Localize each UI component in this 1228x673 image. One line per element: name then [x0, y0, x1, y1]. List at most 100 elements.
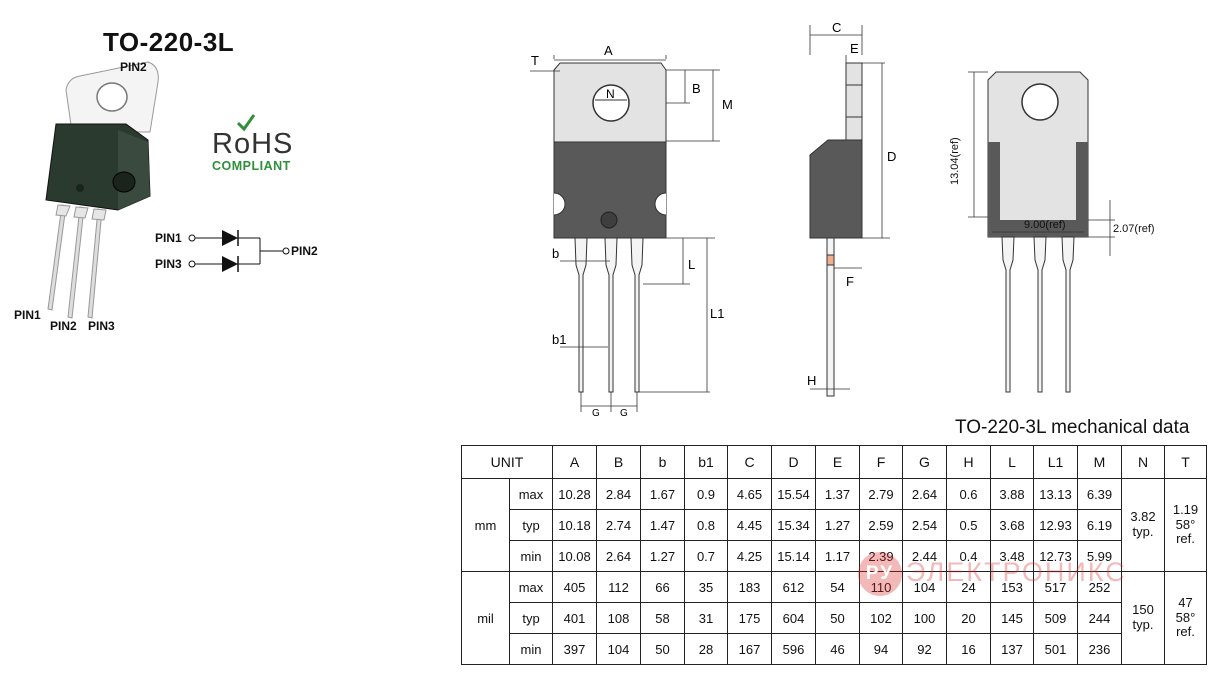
svg-text:E: E [850, 41, 859, 56]
t-line: ref. [1176, 624, 1195, 640]
value-cell: 20 [946, 602, 991, 634]
value-cell: 10.18 [552, 509, 597, 541]
value-cell: 612 [771, 571, 816, 603]
unit-cell: mil [461, 571, 510, 665]
value-cell: 16 [946, 633, 991, 665]
value-cell: 3.48 [990, 540, 1034, 572]
rohs-mark: RoHS [212, 128, 294, 160]
value-cell: 28 [684, 633, 728, 665]
row-kind-cell: max [509, 478, 553, 510]
rohs-compliant: COMPLIANT [212, 159, 291, 173]
value-cell: 1.47 [640, 509, 685, 541]
value-cell: 102 [859, 602, 903, 634]
value-cell: 6.19 [1077, 509, 1122, 541]
value-cell: 2.54 [902, 509, 947, 541]
value-cell: 66 [640, 571, 685, 603]
rohs-badge: RoHS COMPLIANT [212, 114, 294, 173]
svg-text:B: B [692, 81, 701, 96]
column-header: G [902, 445, 947, 479]
value-cell: 2.59 [859, 509, 903, 541]
pin2-top-label: PIN2 [120, 60, 147, 74]
value-cell: 0.4 [946, 540, 991, 572]
diode-icon [222, 230, 238, 246]
value-cell: 183 [727, 571, 772, 603]
value-cell: 2.79 [859, 478, 903, 510]
value-cell: 4.25 [727, 540, 772, 572]
column-header: F [859, 445, 903, 479]
svg-text:F: F [846, 274, 854, 289]
value-cell: 3.88 [990, 478, 1034, 510]
back-step-label: 2.07(ref) [1113, 223, 1155, 235]
value-cell: 1.67 [640, 478, 685, 510]
value-cell: 0.5 [946, 509, 991, 541]
value-cell: 2.84 [596, 478, 641, 510]
value-cell: 58 [640, 602, 685, 634]
column-header: E [815, 445, 860, 479]
value-cell: 94 [859, 633, 903, 665]
package-title: TO-220-3L [103, 27, 235, 57]
row-kind-cell: min [509, 540, 553, 572]
value-cell: 2.64 [902, 478, 947, 510]
svg-text:b1: b1 [552, 332, 566, 347]
row-kind-cell: typ [509, 509, 553, 541]
column-header: B [596, 445, 641, 479]
value-cell: 35 [684, 571, 728, 603]
svg-text:T: T [531, 53, 539, 68]
schematic-pin3-label: PIN3 [155, 257, 182, 271]
svg-text:D: D [887, 149, 896, 164]
value-cell: 145 [990, 602, 1034, 634]
column-header: H [946, 445, 991, 479]
back-view-drawing [968, 71, 1115, 393]
value-cell: 112 [596, 571, 641, 603]
value-cell: 0.6 [946, 478, 991, 510]
value-cell: 2.64 [596, 540, 641, 572]
value-cell: 2.44 [902, 540, 947, 572]
column-header: T [1164, 445, 1207, 479]
value-cell: 4.45 [727, 509, 772, 541]
value-cell: 15.34 [771, 509, 816, 541]
column-header: N [1121, 445, 1165, 479]
schematic-pin2-label: PIN2 [291, 244, 318, 258]
row-kind-cell: max [509, 571, 553, 603]
value-cell: 31 [684, 602, 728, 634]
value-cell: 517 [1033, 571, 1078, 603]
value-cell: 167 [727, 633, 772, 665]
value-cell: 397 [552, 633, 597, 665]
checkmark-icon [236, 114, 256, 132]
value-cell: 108 [596, 602, 641, 634]
value-cell: 13.13 [1033, 478, 1078, 510]
value-cell: 0.7 [684, 540, 728, 572]
svg-text:C: C [832, 20, 841, 35]
back-height-label: 13.04(ref) [949, 137, 961, 185]
value-cell: 0.8 [684, 509, 728, 541]
value-cell: 54 [815, 571, 860, 603]
value-cell: 405 [552, 571, 597, 603]
pin2-label: PIN2 [50, 319, 77, 333]
svg-text:G: G [592, 408, 600, 419]
value-cell: 244 [1077, 602, 1122, 634]
n-line: typ. [1132, 524, 1154, 539]
t-line: 58° [1175, 609, 1196, 625]
pin3-label: PIN3 [88, 319, 115, 333]
value-cell: 2.74 [596, 509, 641, 541]
value-cell: 50 [640, 633, 685, 665]
value-cell: 104 [902, 571, 947, 603]
svg-text:N: N [606, 87, 615, 101]
value-cell: 46 [815, 633, 860, 665]
value-cell: 92 [902, 633, 947, 665]
column-header: A [552, 445, 597, 479]
value-cell: 2.39 [859, 540, 903, 572]
value-cell: 401 [552, 602, 597, 634]
value-cell: 15.14 [771, 540, 816, 572]
value-cell: 50 [815, 602, 860, 634]
column-header: C [727, 445, 772, 479]
column-header: b [640, 445, 685, 479]
column-header: D [771, 445, 816, 479]
unit-cell: mm [461, 478, 510, 572]
value-cell: 6.39 [1077, 478, 1122, 510]
